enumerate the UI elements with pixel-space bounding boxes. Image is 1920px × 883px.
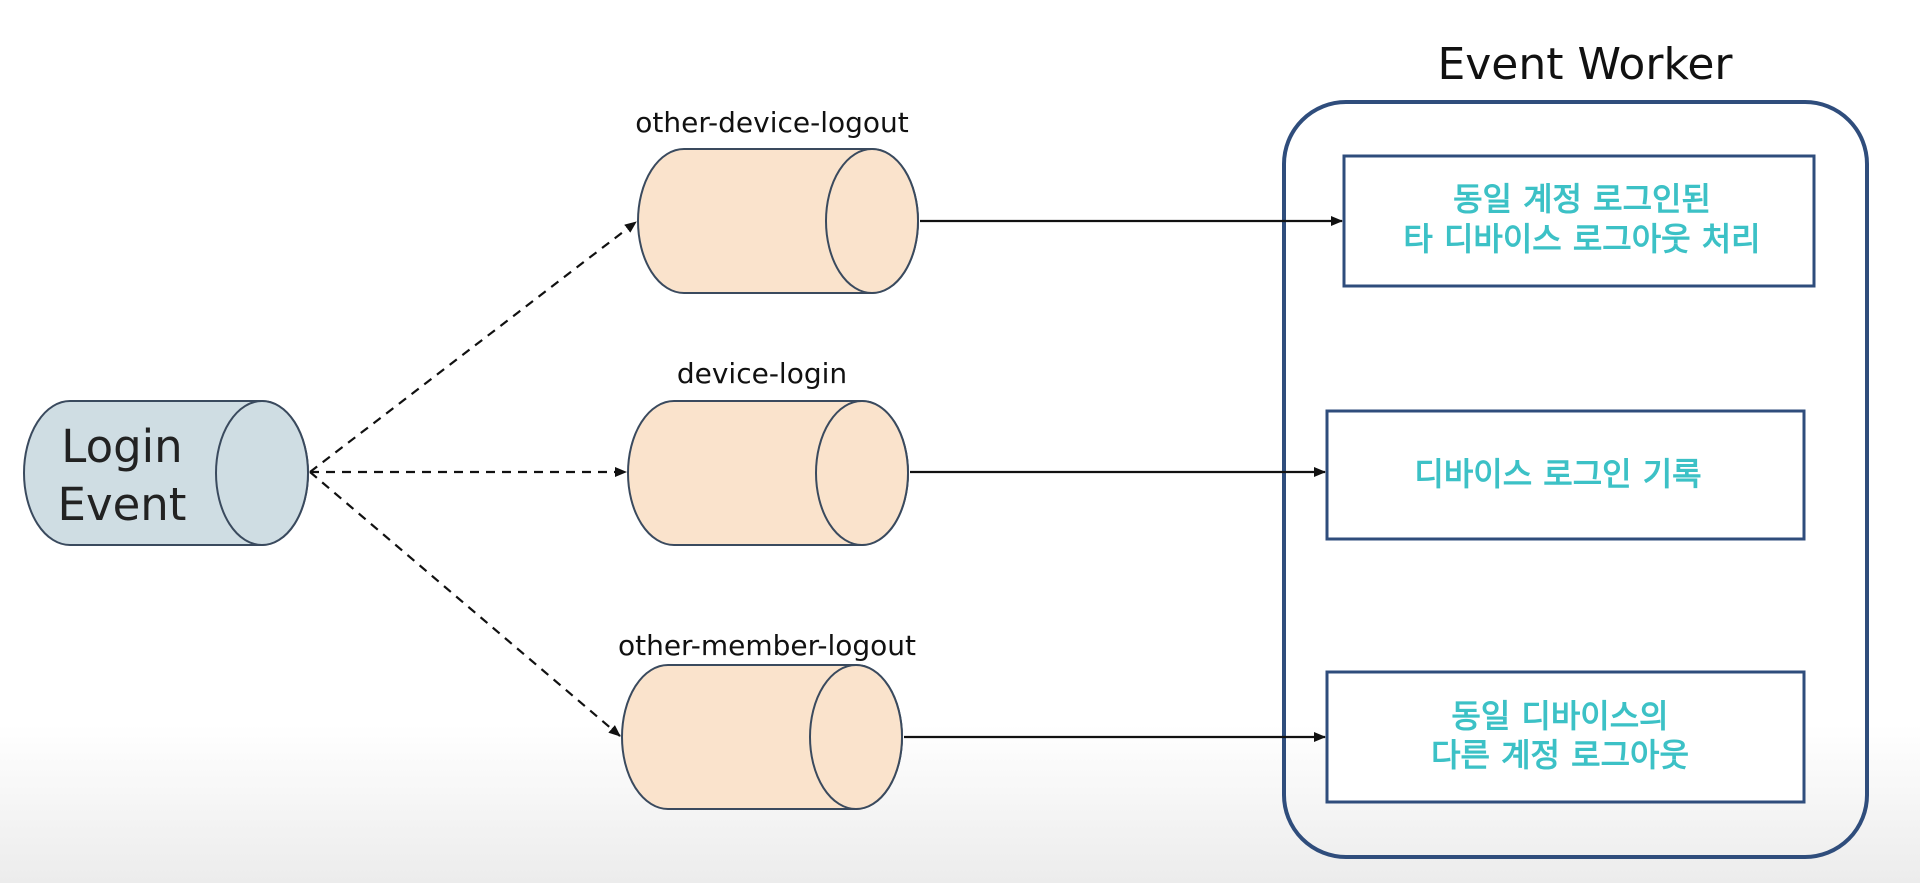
login-event-label-line-1: Login: [61, 420, 182, 473]
task-box-3-frame: [1325, 670, 1806, 804]
login-event-label-line-2: Event: [58, 478, 187, 531]
task-box-1: 동일 계정 로그인된 타 디바이스 로그아웃 처리: [1342, 154, 1816, 288]
topic-cylinder-2: device-login: [627, 357, 909, 546]
task-box-2-line-1: 디바이스 로그인 기록: [1414, 455, 1701, 493]
topic-3-label: other-member-logout: [618, 629, 916, 662]
topic-cylinder-3: other-member-logout: [618, 629, 916, 810]
topic-2-end: [815, 400, 909, 546]
task-box-1-line-2: 타 디바이스 로그아웃 처리: [1403, 220, 1760, 258]
dashed-arrow-to-topic-1: [309, 221, 637, 473]
topic-2-label: device-login: [677, 357, 847, 390]
fanout-arrows: [309, 221, 637, 737]
consume-arrows: [904, 216, 1343, 742]
task-box-3-line-1: 동일 디바이스의: [1451, 697, 1668, 735]
topic-1-end: [825, 148, 919, 294]
login-event-cylinder-end: [215, 400, 309, 546]
task-box-2: 디바이스 로그인 기록: [1325, 409, 1806, 541]
dashed-arrow-to-topic-3: [309, 471, 621, 737]
task-box-3: 동일 디바이스의 다른 계정 로그아웃: [1325, 670, 1806, 804]
topic-1-label: other-device-logout: [635, 106, 909, 139]
login-event-cylinder: Login Event: [23, 400, 309, 546]
task-box-3-line-2: 다른 계정 로그아웃: [1431, 736, 1689, 774]
topic-cylinder-1: other-device-logout: [635, 106, 919, 294]
task-box-2-frame: [1325, 409, 1806, 541]
topic-3-end: [809, 664, 903, 810]
event-worker-group: Event Worker: [1282, 39, 1869, 859]
event-worker-title: Event Worker: [1437, 39, 1733, 90]
task-box-1-frame: [1342, 154, 1816, 288]
event-worker-container: [1282, 100, 1869, 859]
task-box-1-line-1: 동일 계정 로그인된: [1453, 180, 1711, 218]
